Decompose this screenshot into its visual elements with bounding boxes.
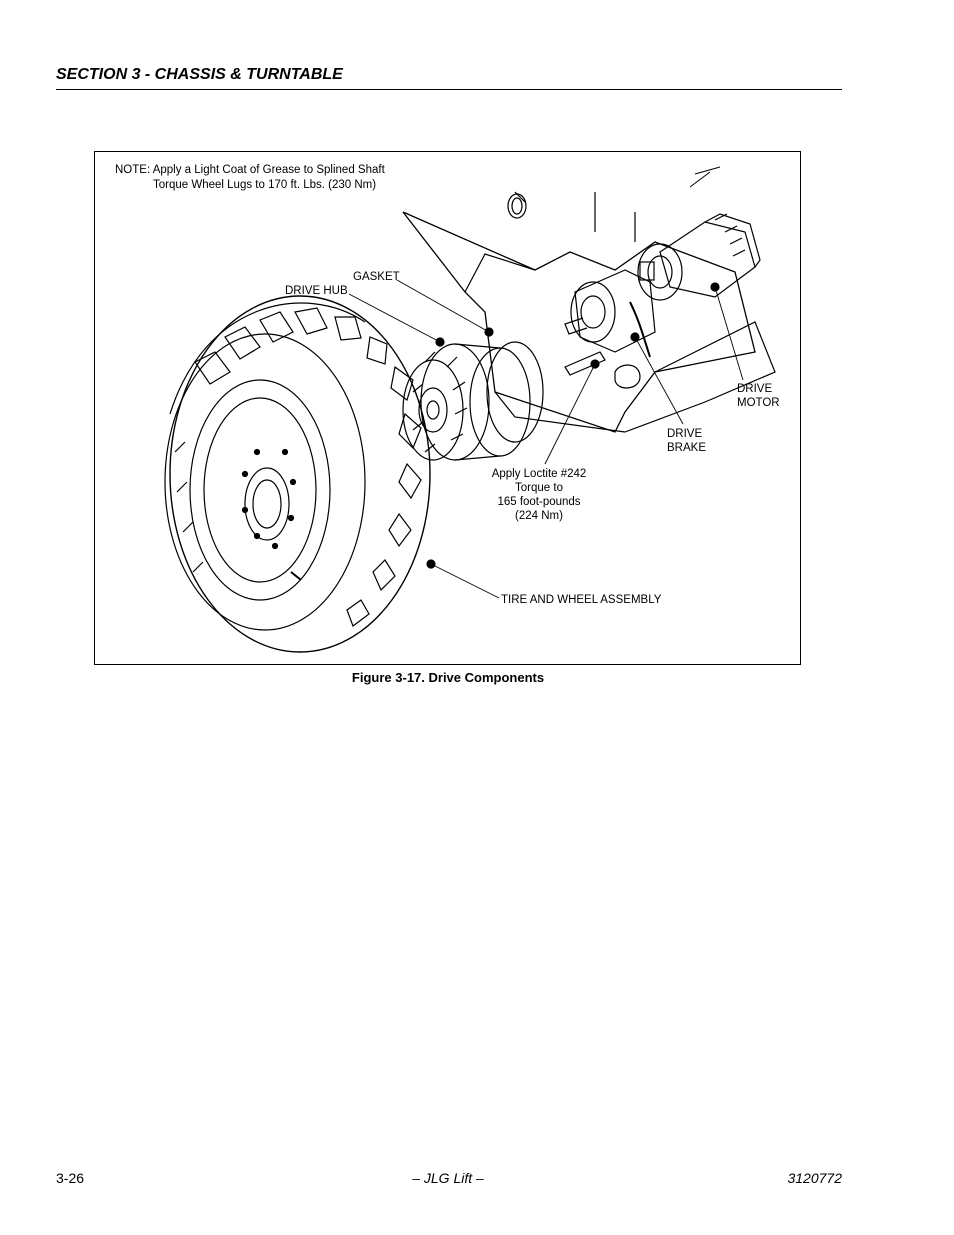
label-gasket: GASKET <box>353 271 400 283</box>
doc-number: 3120772 <box>787 1170 842 1186</box>
drive-components-illustration <box>164 166 776 653</box>
label-tire-wheel: TIRE AND WHEEL ASSEMBLY <box>501 594 662 606</box>
chassis-frame <box>402 191 776 433</box>
label-drive-hub: DRIVE HUB <box>285 285 348 297</box>
note-line-2: Torque Wheel Lugs to 170 ft. Lbs. (230 N… <box>153 179 377 191</box>
tire-and-wheel <box>164 295 436 653</box>
drive-brake <box>564 269 656 358</box>
footer-publisher: – JLG Lift – <box>412 1170 484 1186</box>
mounting-bolt <box>564 351 606 376</box>
leader-lines <box>348 279 744 599</box>
section-title: SECTION 3 - CHASSIS & TURNTABLE <box>56 66 343 83</box>
label-drive-brake: DRIVE BRAKE <box>667 428 706 454</box>
label-drive-motor: DRIVE MOTOR <box>737 383 780 409</box>
label-loctite: Apply Loctite #242 Torque to 165 foot-po… <box>491 468 587 522</box>
drive-hub <box>402 327 544 461</box>
figure-frame: NOTE: Apply a Light Coat of Grease to Sp… <box>94 151 801 665</box>
drive-motor <box>637 166 761 301</box>
figure-caption: Figure 3-17. Drive Components <box>351 670 545 685</box>
header-rule <box>56 89 842 90</box>
page-number: 3-26 <box>56 1170 85 1186</box>
figure-note: NOTE: Apply a Light Coat of Grease to Sp… <box>115 163 385 193</box>
note-line-1: NOTE: Apply a Light Coat of Grease to Sp… <box>115 164 385 176</box>
